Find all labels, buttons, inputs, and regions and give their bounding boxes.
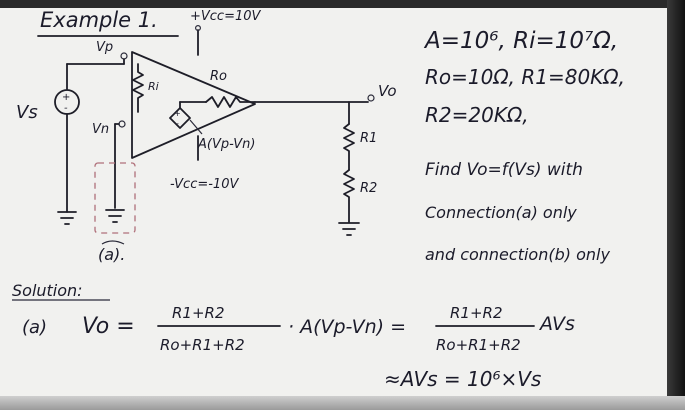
connection-a-dashed-box <box>94 162 136 234</box>
ro-label: Ro <box>210 69 227 84</box>
r1-resistor <box>343 123 355 171</box>
connection-a-label: (a). <box>98 245 125 264</box>
solution-part-label: (a) <box>22 317 47 338</box>
vn-label: Vn <box>92 122 109 137</box>
ro-resistor <box>205 96 256 108</box>
vs-plus-icon: + <box>62 92 70 103</box>
ri-resistor <box>132 63 144 113</box>
given-line-1: A=10⁶, Ri=10⁷Ω, <box>423 28 618 54</box>
vcc-negative-label: -Vcc=-10V <box>170 177 239 192</box>
given-line-4: Find Vo=f(Vs) with <box>425 160 583 180</box>
solution-approximation: ≈AVs = 10⁶×Vs <box>384 367 541 391</box>
vp-label: Vp <box>96 40 113 55</box>
vo-terminal <box>367 94 375 102</box>
fraction2-denominator: Ro+R1+R2 <box>436 336 521 354</box>
gain-label: A(Vp-Vn) <box>197 137 255 152</box>
fraction1-denominator: Ro+R1+R2 <box>160 336 245 354</box>
given-line-5: Connection(a) only <box>425 203 577 222</box>
given-line-6: and connection(b) only <box>425 245 610 264</box>
solution-times-gain: · A(Vp-Vn) = <box>288 316 406 338</box>
connection-a-tilde <box>101 240 125 245</box>
dependent-plus-icon: + <box>174 109 181 118</box>
vs-label: Vs <box>16 102 38 123</box>
opamp-triangle <box>131 51 256 159</box>
r1-label: R1 <box>360 131 377 146</box>
dependent-minus-icon: - <box>176 119 179 128</box>
screen-top-edge <box>0 0 685 8</box>
given-line-2: Ro=10Ω, R1=80KΩ, <box>425 65 625 89</box>
screen-right-edge <box>667 0 685 410</box>
dependent-source-diamond <box>169 107 191 129</box>
r2-label: R2 <box>360 181 377 196</box>
given-line-3: R2=20KΩ, <box>425 103 529 127</box>
screen-bottom-edge <box>0 396 685 410</box>
fraction2-numerator: R1+R2 <box>450 304 503 322</box>
gain-pointer <box>189 119 203 135</box>
ri-label: Ri <box>148 80 159 93</box>
r2-resistor <box>343 169 355 223</box>
vs-minus-icon: - <box>64 103 68 114</box>
solution-heading: Solution: <box>12 281 83 300</box>
vo-label: Vo <box>378 82 397 100</box>
example-title: Example 1. <box>40 8 158 32</box>
solution-after-fraction: AVs <box>538 313 575 335</box>
solution-lhs: Vo = <box>82 314 135 339</box>
vcc-positive-terminal <box>195 25 202 32</box>
fraction1-numerator: R1+R2 <box>172 304 225 322</box>
vcc-positive-label: +Vcc=10V <box>190 9 262 24</box>
